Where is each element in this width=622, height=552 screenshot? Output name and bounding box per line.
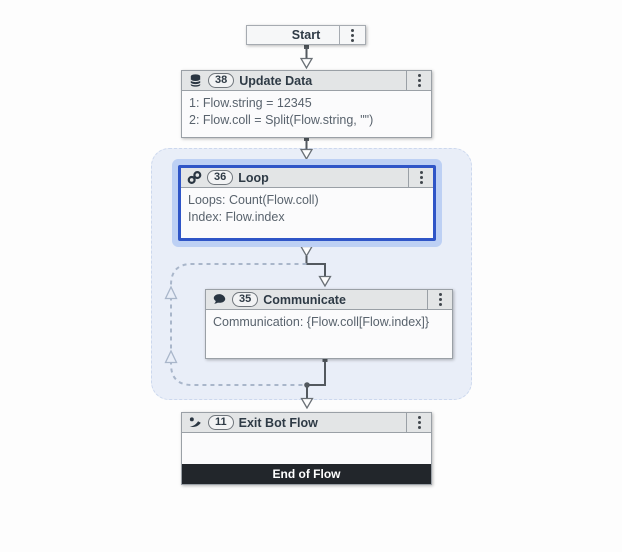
node-number-badge: 38 <box>208 73 235 88</box>
node-number-badge: 35 <box>232 292 259 307</box>
exit-bot-flow-body <box>182 433 431 464</box>
exit-bot-flow-header: 11 Exit Bot Flow <box>182 413 431 433</box>
node-title: Exit Bot Flow <box>238 415 318 430</box>
kebab-menu-icon <box>419 171 423 184</box>
loop-menu-button[interactable] <box>408 168 433 187</box>
update-data-header: 38 Update Data <box>182 71 431 91</box>
loop-icon <box>187 170 202 185</box>
end-of-flow-bar: End of Flow <box>182 464 431 484</box>
node-body-line: 1: Flow.string = 12345 <box>189 96 312 110</box>
exit-bot-flow-menu-button[interactable] <box>406 413 431 432</box>
loop-body: Loops: Count(Flow.coll) Index: Flow.inde… <box>181 188 433 238</box>
kebab-menu-icon <box>438 293 442 306</box>
loop-header: 36 Loop <box>181 168 433 188</box>
node-number-badge: 36 <box>207 170 234 185</box>
communicate-body: Communication: {Flow.coll[Flow.index]} <box>206 310 452 358</box>
node-start[interactable]: Start <box>246 25 366 45</box>
communicate-menu-button[interactable] <box>427 290 452 309</box>
kebab-menu-icon <box>417 74 421 87</box>
update-data-menu-button[interactable] <box>406 71 431 90</box>
update-data-body: 1: Flow.string = 12345 2: Flow.coll = Sp… <box>182 91 431 137</box>
communicate-header: 35 Communicate <box>206 290 452 310</box>
node-exit-bot-flow[interactable]: 11 Exit Bot Flow End of Flow <box>181 412 432 485</box>
node-loop[interactable]: 36 Loop Loops: Count(Flow.coll) Index: F… <box>178 165 436 241</box>
database-icon <box>188 73 203 88</box>
node-number-badge: 11 <box>208 415 234 430</box>
chat-bubble-icon <box>212 292 227 307</box>
node-title: Update Data <box>239 73 313 88</box>
node-update-data[interactable]: 38 Update Data 1: Flow.string = 12345 2:… <box>181 70 432 138</box>
node-title: Communicate <box>263 292 346 307</box>
kebab-menu-icon <box>351 28 354 42</box>
start-menu-button[interactable] <box>339 26 365 44</box>
node-body-line: Index: Flow.index <box>188 209 285 224</box>
kebab-menu-icon <box>417 416 421 429</box>
node-body-line: Loops: Count(Flow.coll) <box>188 193 319 207</box>
node-title: Loop <box>238 170 269 185</box>
node-body-line: 2: Flow.coll = Split(Flow.string, "") <box>189 112 374 127</box>
exit-icon <box>188 415 203 430</box>
node-communicate[interactable]: 35 Communicate Communication: {Flow.coll… <box>205 289 453 359</box>
node-body-line: Communication: {Flow.coll[Flow.index]} <box>213 315 430 329</box>
start-node-title: Start <box>291 28 321 42</box>
